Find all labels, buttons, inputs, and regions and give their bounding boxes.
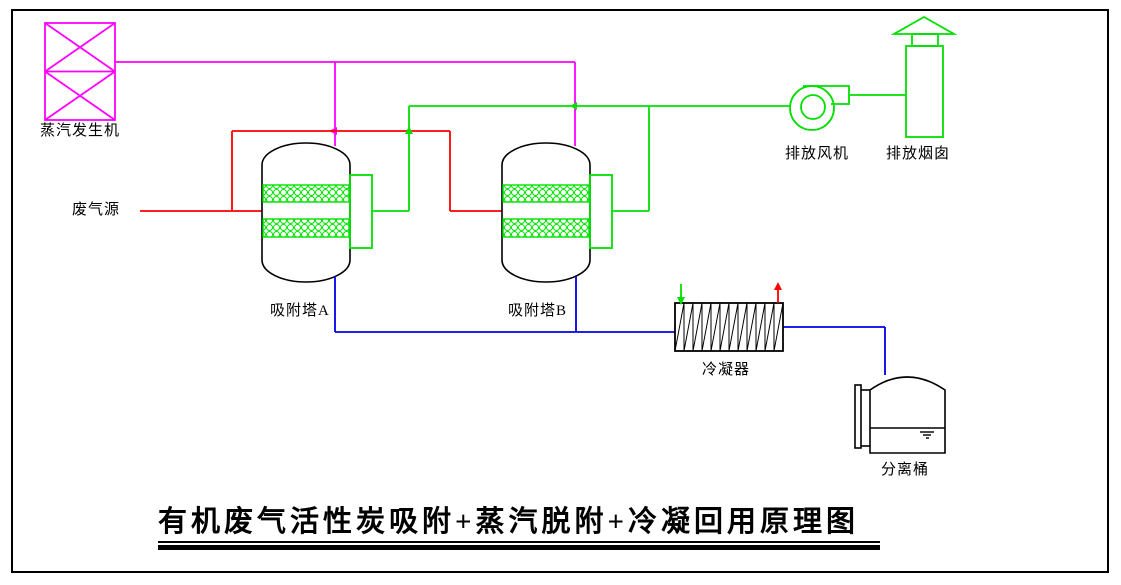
exhaust-stack-label: 排放烟囱	[886, 146, 951, 162]
water-level-icon	[920, 431, 934, 439]
page-border	[11, 9, 1109, 573]
waste-gas-source-label: 废气源	[72, 202, 121, 218]
title-underline-thick	[158, 545, 880, 550]
exhaust-fan-label: 排放风机	[785, 146, 850, 162]
tower-b-label: 吸附塔B	[508, 303, 568, 319]
tower-a-outlet-box	[349, 174, 373, 249]
exhaust-flow-arrow-icon	[570, 102, 577, 110]
tower-b-vessel	[501, 142, 613, 283]
carbon-bed	[262, 184, 350, 203]
exhaust-fan-symbol	[789, 85, 850, 131]
carbon-bed	[262, 218, 350, 238]
steam-line	[115, 61, 576, 146]
condenser-label: 冷凝器	[702, 362, 751, 378]
carbon-bed	[502, 218, 590, 238]
cooling-water-out-arrow	[774, 282, 782, 303]
tower-a-label: 吸附塔A	[270, 303, 330, 319]
waste-gas-line	[140, 130, 502, 212]
tower-b-outlet-box	[589, 174, 613, 249]
steam-generator-symbol	[44, 22, 116, 121]
separator-label: 分离桶	[881, 462, 930, 478]
exhaust-stack-symbol	[890, 15, 958, 138]
separator-symbol	[854, 376, 946, 454]
cooling-water-in-arrow	[677, 284, 685, 305]
exhaust-flow-arrow-icon	[405, 126, 413, 134]
condenser-coil-hatch	[674, 302, 784, 352]
diagram-title: 有机废气活性炭吸附+蒸汽脱附+冷凝回用原理图	[158, 506, 860, 538]
steam-generator-label: 蒸汽发生机	[40, 123, 121, 139]
condensate-line	[334, 276, 886, 375]
title-underline	[158, 541, 880, 543]
tower-a-vessel	[261, 142, 373, 283]
condenser-symbol	[674, 282, 784, 352]
carbon-bed	[502, 184, 590, 203]
exhaust-line	[372, 94, 906, 212]
